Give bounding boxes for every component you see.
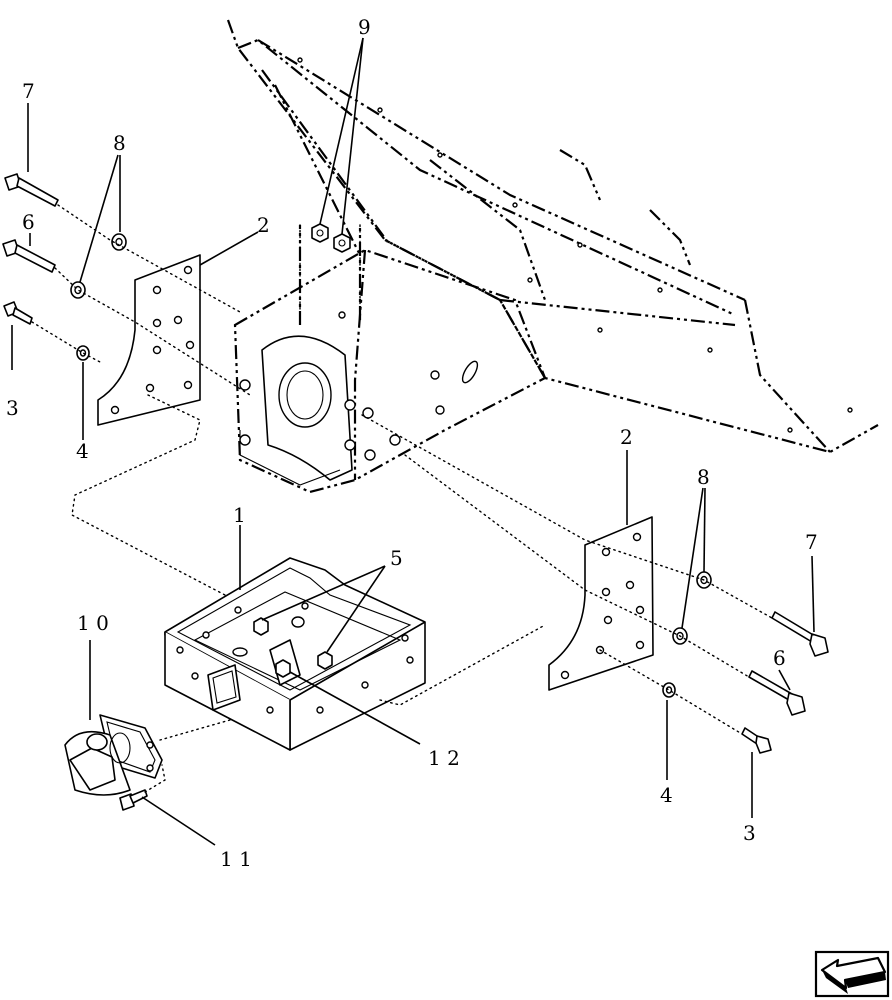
callout-1: 1 <box>233 503 246 527</box>
bolt-11 <box>119 789 148 811</box>
next-page-arrow-icon[interactable] <box>814 950 890 998</box>
callout-4-right: 4 <box>660 783 673 807</box>
bolt-6-left <box>2 239 56 273</box>
leader-lines <box>11 37 815 846</box>
bolt-3-left <box>3 301 33 325</box>
callout-4-left: 4 <box>76 439 89 463</box>
nut-5-b <box>317 651 333 670</box>
bolt-7-right <box>771 611 829 657</box>
callout-9: 9 <box>358 15 371 39</box>
callout-3-right: 3 <box>743 821 756 845</box>
hitch-body-1 <box>164 557 426 751</box>
callout-5: 5 <box>390 546 403 570</box>
nut-9-b <box>333 233 351 253</box>
callout-10: 1 0 <box>77 611 109 635</box>
bolt-6-right <box>748 670 806 716</box>
callout-7-right: 7 <box>805 530 818 554</box>
callout-6-right: 6 <box>773 646 786 670</box>
nut-12 <box>275 659 291 678</box>
callout-6-left: 6 <box>22 210 35 234</box>
frame-box-section <box>233 225 547 494</box>
callout-12: 1 2 <box>428 746 460 770</box>
hitch-coupler-10 <box>64 714 163 796</box>
callout-8-left: 8 <box>113 131 126 155</box>
bracket-plate-2-left <box>97 254 201 426</box>
bracket-plate-2-right <box>548 516 654 691</box>
assembly-lines <box>31 204 773 793</box>
bolt-3-right <box>741 727 772 754</box>
bolt-7-left <box>4 173 59 207</box>
nut-5-a <box>253 617 269 636</box>
callout-8-right: 8 <box>697 465 710 489</box>
frame-phantom-outline <box>226 19 879 454</box>
callout-2-right: 2 <box>620 425 633 449</box>
callouts: 7 6 3 8 4 2 9 1 5 1 2 1 0 1 1 2 8 7 6 4 … <box>6 15 818 871</box>
callout-11: 1 1 <box>220 847 252 871</box>
callout-2-left: 2 <box>257 213 270 237</box>
nut-9-a <box>311 223 329 243</box>
callout-3-left: 3 <box>6 396 19 420</box>
callout-7-left: 7 <box>22 79 35 103</box>
